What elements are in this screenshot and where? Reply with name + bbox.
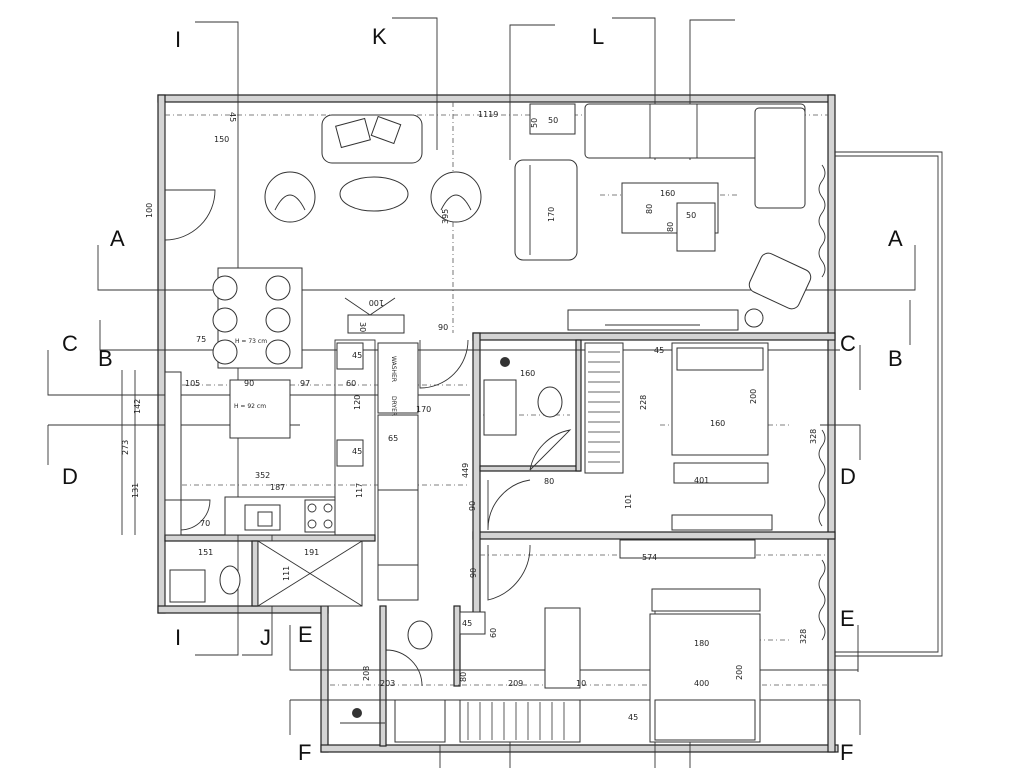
section-label-e-right: E [840,606,855,631]
section-label-i-bottom: I [175,625,181,650]
dim-label: 100 [145,203,154,218]
dim-label: 187 [270,483,285,492]
dim-label: 200 [749,389,758,404]
dim-label: 80 [459,672,468,682]
dim-label: 45 [628,713,638,722]
dim-label: 65 [388,434,398,443]
bedrooms [459,342,773,743]
dim-label: 90 [244,379,254,388]
section-label-b-left: B [98,346,113,371]
dim-label: 90 [468,501,477,511]
doors [164,189,572,687]
dim-label: 120 [353,395,362,410]
dim-label: 401 [694,476,709,485]
living-furniture [264,103,812,331]
dim-label: 328 [799,629,808,644]
section-label-j: J [260,625,271,650]
dim-label: 80 [645,204,654,214]
section-label-i-top: I [175,27,181,52]
section-label-a-right: A [888,226,903,251]
dim-label: 80 [544,477,554,486]
dim-label: 60 [346,379,356,388]
section-label-c-right: C [840,331,856,356]
section-labels: A A B B C C D D E E F F I I J K L [62,24,903,765]
dim-label: 200 [735,665,744,680]
section-label-e-left: E [298,622,313,647]
appliance-labels: WASHER DRYER [390,356,397,416]
dim-label: H = 73 cm [235,338,267,345]
dim-label: 90 [469,568,478,578]
dim-label: 45 [228,112,237,122]
dim-label: 449 [461,463,470,478]
interior-walls [164,332,836,747]
dim-label: H = 92 cm [234,403,266,410]
dim-label: 203 [380,679,395,688]
dim-label: 160 [710,419,725,428]
dim-label: 80 [666,222,675,232]
washer-label: WASHER [390,356,397,382]
curtains [818,164,826,641]
dining-kitchen [164,267,419,601]
dim-label: 160 [660,189,675,198]
dim-label: 50 [530,118,539,128]
dim-label: 30 [358,322,367,332]
dim-label: 273 [121,440,130,455]
section-label-c-left: C [62,331,78,356]
dim-label: 60 [489,628,498,638]
dim-label: 131 [131,483,140,498]
dim-label: 180 [694,639,709,648]
dryer-label: DRYER [390,396,397,416]
dim-label: 395 [441,209,450,224]
dim-label: 1119 [478,110,498,119]
exterior-walls [157,94,839,753]
section-label-a-left: A [110,226,125,251]
dim-label: 208 [362,666,371,681]
section-label-d-right: D [840,464,856,489]
dim-label: 10 [576,679,586,688]
dim-label: 170 [547,207,556,222]
dimension-labels: 45 150 1119 50 50 100 395 170 160 80 80 … [121,110,818,722]
dim-label: 45 [352,447,362,456]
dim-label: 400 [694,679,709,688]
dim-label: 191 [304,548,319,557]
dim-label: 574 [642,553,657,562]
dim-label: 117 [355,483,364,498]
dim-label: 105 [185,379,200,388]
dim-label: 352 [255,471,270,480]
dim-label: 90 [438,323,448,332]
dim-label: 45 [462,619,472,628]
dim-label: 209 [508,679,523,688]
section-label-d-left: D [62,464,78,489]
section-label-b-right: B [888,346,903,371]
section-label-k: K [372,24,387,49]
dim-label: 100 [369,298,384,307]
section-label-f-left: F [298,740,311,765]
dim-label: 45 [352,351,362,360]
section-label-f-right: F [840,740,853,765]
dim-label: 228 [639,395,648,410]
bathrooms [169,357,563,743]
dim-label: 97 [300,379,310,388]
dim-label: 50 [686,211,696,220]
dim-label: 45 [654,346,664,355]
dim-label: 150 [214,135,229,144]
dim-label: 151 [198,548,213,557]
dim-label: 70 [200,519,210,528]
dim-label: 328 [809,429,818,444]
dim-label: 50 [548,116,558,125]
dim-label: 142 [133,399,142,414]
dim-label: 170 [416,405,431,414]
dim-label: 111 [282,566,291,581]
dim-label: 101 [624,494,633,509]
section-label-l: L [592,24,604,49]
dim-label: 75 [196,335,206,344]
dim-label: 160 [520,369,535,378]
